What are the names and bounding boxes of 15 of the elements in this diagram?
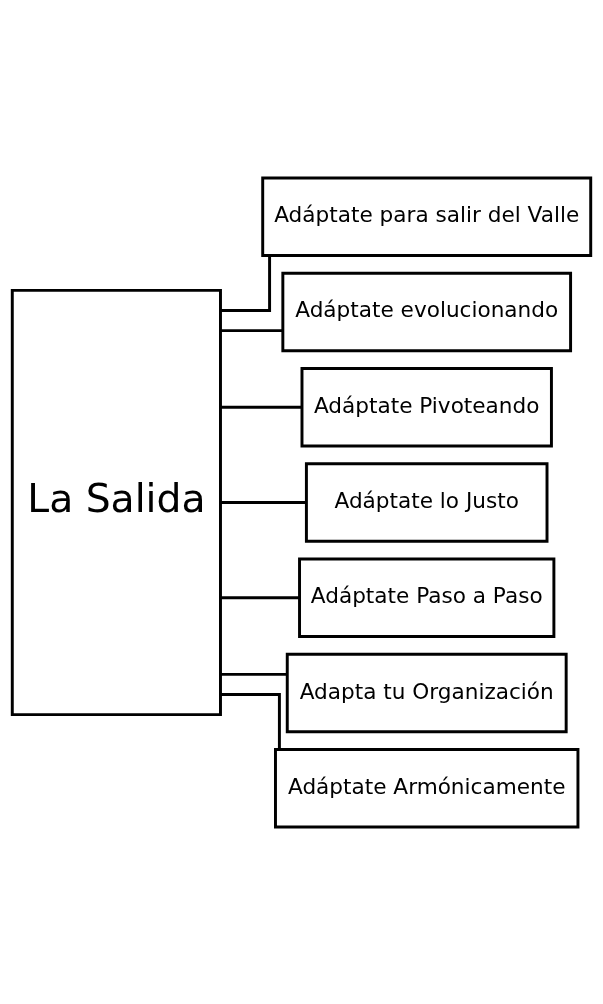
node-box: Adapta tu Organización [285, 652, 568, 733]
connector [220, 328, 283, 332]
node-box: Adáptate Armónicamente [274, 747, 580, 829]
node-box: Adáptate Pivoteando [300, 366, 553, 447]
node-box: Adáptate lo Justo [304, 461, 549, 543]
connector [220, 405, 302, 409]
connector [220, 672, 288, 676]
connector [220, 595, 300, 599]
node-box: Adáptate evolucionando [281, 271, 573, 352]
node-box: Adáptate Paso a Paso [298, 557, 556, 638]
connector [220, 255, 272, 312]
node-box: Adáptate para salir del Valle [261, 175, 593, 257]
connector [220, 692, 281, 749]
node-box: La Salida [10, 288, 222, 716]
connector [220, 500, 307, 504]
